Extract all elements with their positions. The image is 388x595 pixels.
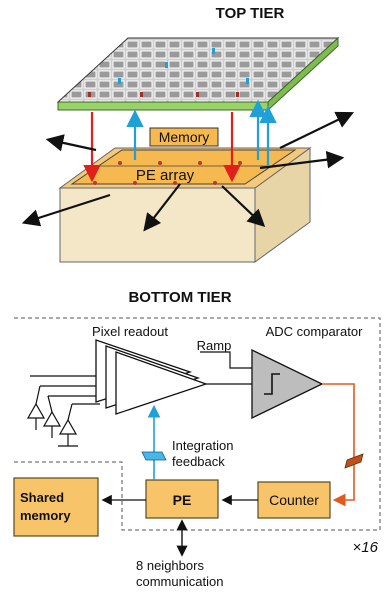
shared-memory-label-line1: Shared xyxy=(20,490,64,505)
readout-amplifiers xyxy=(95,339,208,415)
pe-label: PE xyxy=(173,492,192,508)
comparator-to-counter-wire xyxy=(322,383,355,507)
ramp-label: Ramp xyxy=(197,338,232,353)
ramp-wire xyxy=(200,351,252,369)
integration-label-line2: feedback xyxy=(172,454,225,469)
top-tier-label: TOP TIER xyxy=(216,5,285,22)
top-tier-pixel-array xyxy=(56,36,340,112)
dashed-boundary xyxy=(14,317,381,531)
lateral-arrows xyxy=(21,111,354,232)
shared-memory-label-line2: memory xyxy=(20,508,71,523)
memory-label: Memory xyxy=(159,129,210,145)
adc-comparator-label: ADC comparator xyxy=(266,324,363,339)
cyan-chip-icon xyxy=(141,451,167,461)
pe-array-label: PE array xyxy=(136,167,195,184)
counter-box xyxy=(257,481,331,519)
neighbors-label-line1: 8 neighbors xyxy=(136,558,204,573)
bottom-tier-label: BOTTOM TIER xyxy=(128,289,231,306)
pe-box xyxy=(145,479,219,519)
shared-memory-box xyxy=(13,477,99,537)
multiplier-label: ×16 xyxy=(353,539,379,556)
brown-chip-icon xyxy=(344,453,364,469)
pe-dots xyxy=(93,161,242,185)
neighbors-label-line2: communication xyxy=(136,574,223,589)
counter-label: Counter xyxy=(269,492,319,508)
pixel-readout-label: Pixel readout xyxy=(92,324,168,339)
integration-label-line1: Integration xyxy=(172,438,233,453)
inter-tier-arrows xyxy=(83,99,277,183)
adc-comparator xyxy=(251,348,324,420)
